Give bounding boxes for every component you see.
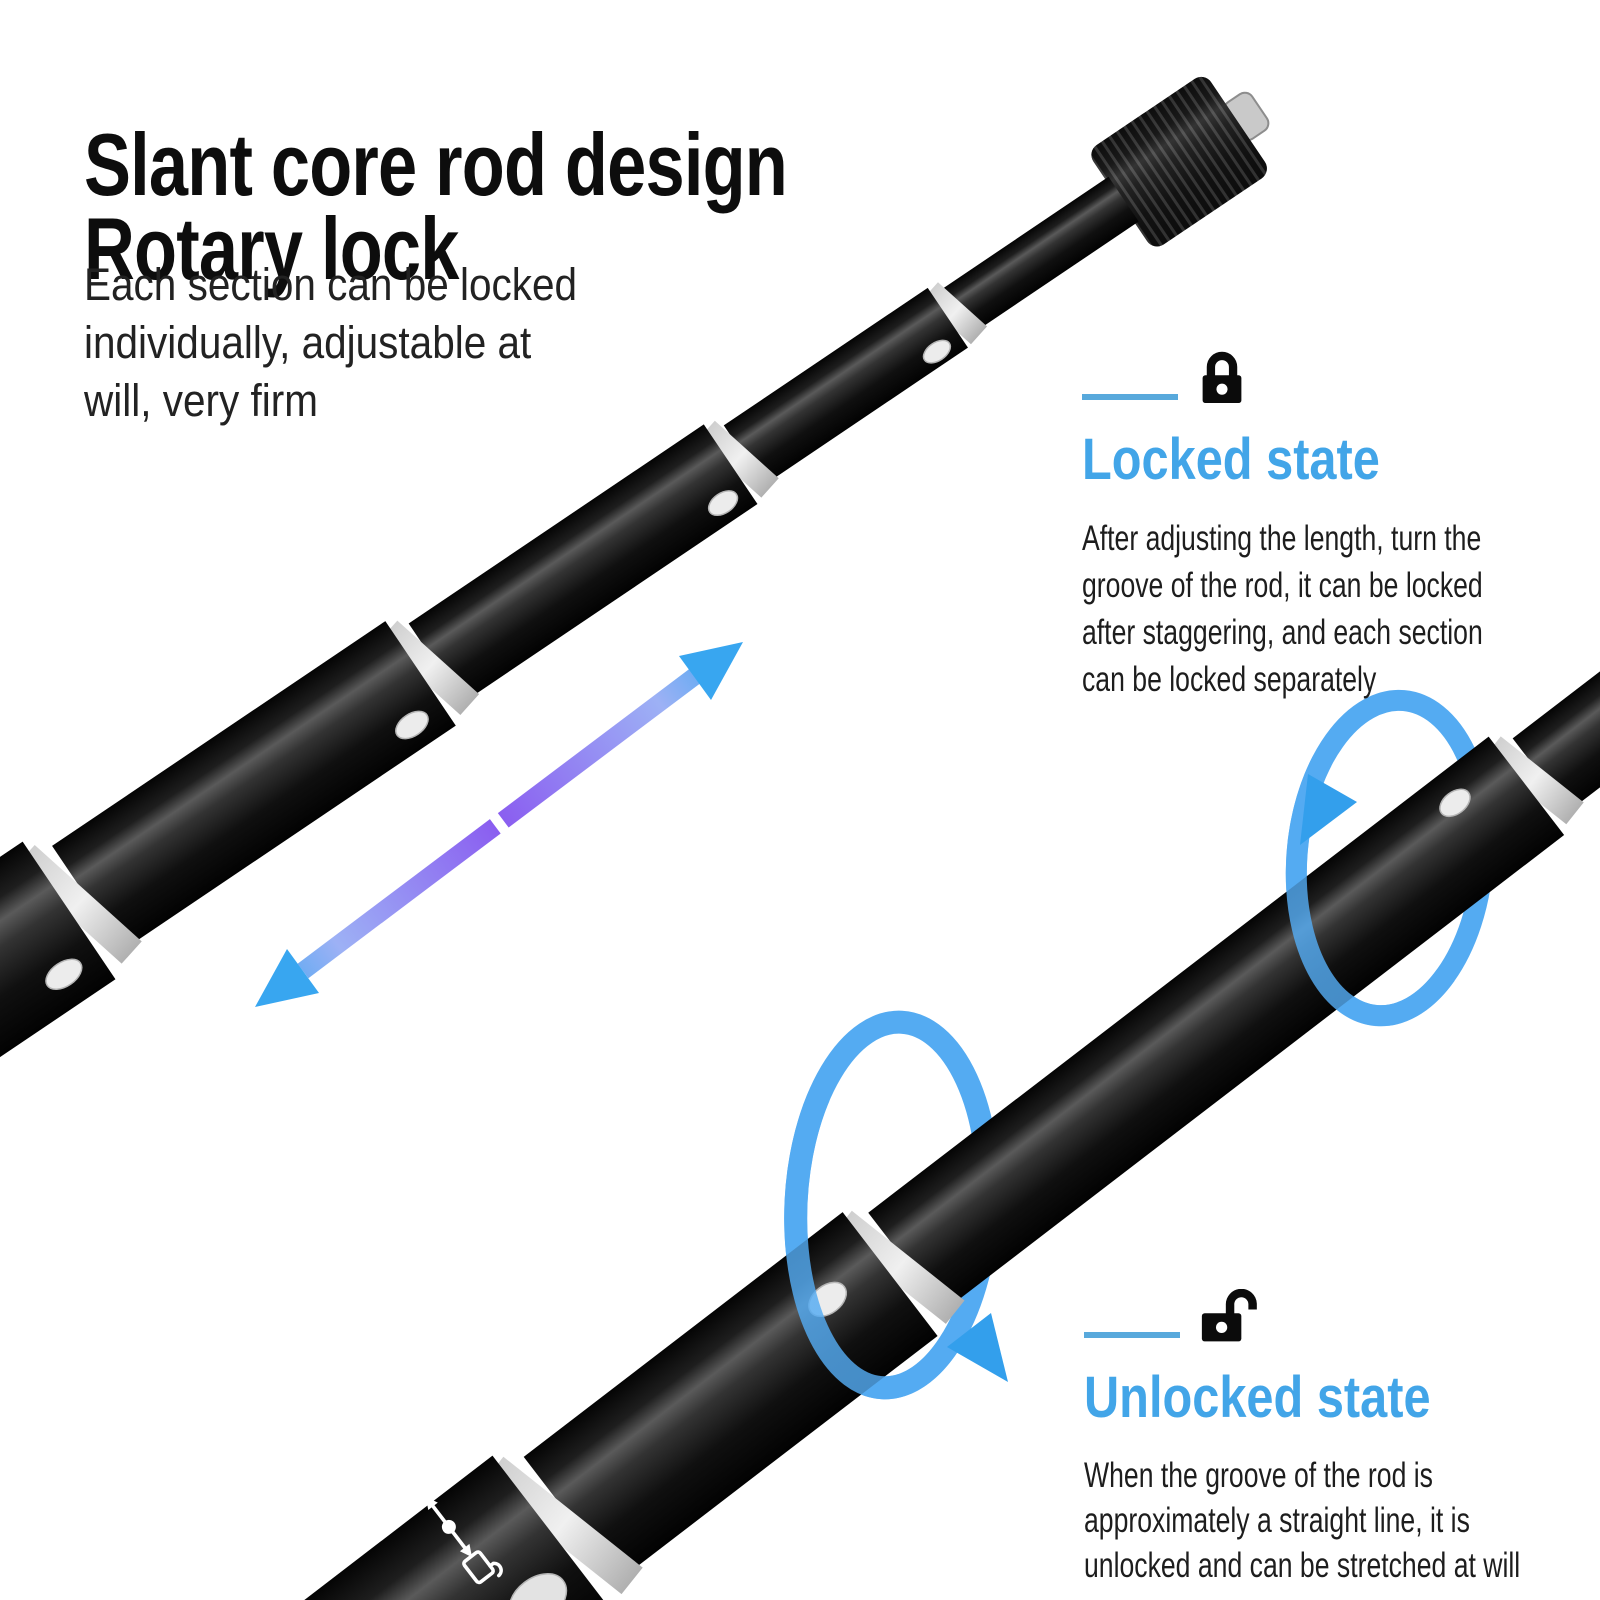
accent-rule: [1082, 394, 1178, 400]
rod-button: [45, 958, 83, 990]
rod-button: [707, 490, 739, 517]
unlocked-state-section: Unlocked state When the groove of the ro…: [1084, 1288, 1600, 1588]
lock-open-icon: [1200, 1288, 1262, 1350]
subtitle-line: will, very firm: [84, 375, 318, 426]
subtitle-line: Each section can be locked: [84, 259, 578, 310]
title-line-1: Slant core rod design: [84, 114, 788, 214]
rod-button: [922, 339, 952, 364]
rod-button: [395, 710, 429, 740]
rod-button: [1439, 788, 1471, 818]
page-subtitle: Each section can be locked individually,…: [84, 256, 577, 430]
unlocked-state-description: When the groove of the rod is approximat…: [1084, 1456, 1521, 1585]
page-title: Slant core rod design Rotary lock: [84, 120, 788, 292]
rotation-arrow-upper-icon: [1285, 756, 1455, 1027]
locked-state-section: Locked state After adjusting the length,…: [1082, 351, 1600, 703]
unlocked-state-heading: Unlocked state: [1084, 1365, 1431, 1430]
locked-state-heading: Locked state: [1082, 427, 1380, 492]
rotation-arrow-lower-icon: [784, 1091, 1008, 1400]
lock-closed-icon: [1198, 351, 1246, 412]
accent-rule: [1084, 1332, 1180, 1338]
rod-lock-indicator-icon: [401, 1470, 503, 1585]
telescopic-rod-upper: [0, 76, 1270, 1237]
telescopic-rod-lower: [32, 653, 1600, 1600]
locked-state-description: After adjusting the length, turn the gro…: [1082, 519, 1483, 699]
subtitle-line: individually, adjustable at: [84, 317, 532, 368]
extend-arrow-icon: [255, 642, 743, 1007]
title-line-2: Rotary lock: [84, 198, 459, 298]
